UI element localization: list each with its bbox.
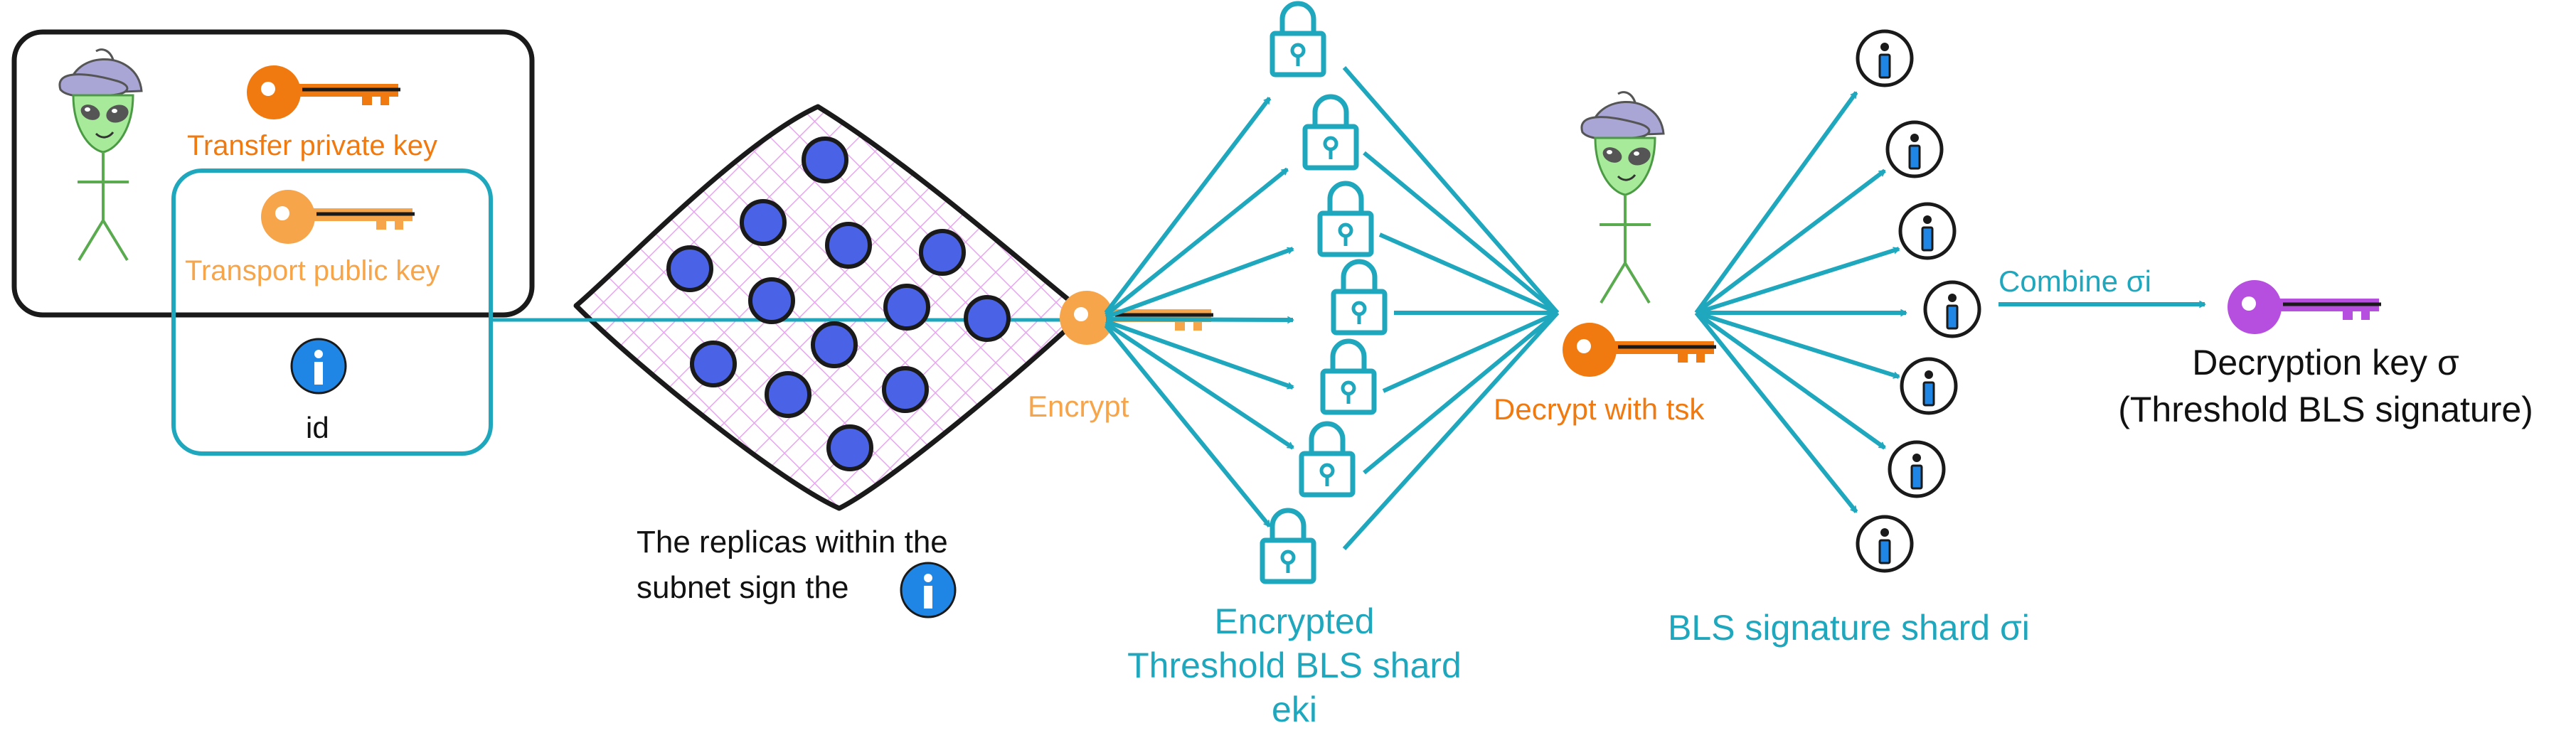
decrypt-key-icon xyxy=(1563,323,1716,377)
lock-icon xyxy=(1320,183,1371,255)
encrypt-arrows xyxy=(1104,97,1294,527)
alien-user-icon xyxy=(1580,90,1665,304)
transfer-private-key-label: Transfer private key xyxy=(187,130,437,161)
lock-icon xyxy=(1323,341,1374,412)
user-key-box xyxy=(11,29,535,318)
decrypt-arrows xyxy=(1694,91,1907,513)
lock-icon xyxy=(1262,510,1314,582)
lock-icon xyxy=(1305,97,1356,168)
encrypted-label-line2: Threshold BLS shard xyxy=(1127,645,1462,685)
replica-node xyxy=(802,136,848,183)
replicas-label-line1: The replicas within the xyxy=(637,525,948,559)
replica-node xyxy=(825,222,872,269)
lock-icon xyxy=(1272,4,1324,75)
id-label: id xyxy=(306,411,329,444)
replica-node xyxy=(765,371,811,418)
replica-nodes xyxy=(666,136,1011,471)
decrypt-with-tsk-label: Decrypt with tsk xyxy=(1494,392,1705,426)
signature-shard-info-icon xyxy=(1858,517,1912,571)
encrypt-label: Encrypt xyxy=(1028,390,1129,423)
signature-shard-info-icon xyxy=(1888,122,1942,176)
replica-node xyxy=(740,199,787,246)
replica-node xyxy=(666,245,713,292)
transport-public-key-label: Transport public key xyxy=(185,255,440,286)
lock-icon xyxy=(1302,424,1353,495)
decryption-key-label-line1: Decryption key σ xyxy=(2192,343,2459,382)
replica-node xyxy=(883,284,930,331)
transfer-private-key-icon xyxy=(247,65,400,119)
replica-node xyxy=(748,277,795,324)
replica-node xyxy=(919,229,966,276)
encrypted-label-line3: eki xyxy=(1272,690,1317,729)
id-info-icon xyxy=(290,338,347,395)
replica-node xyxy=(964,295,1011,342)
decryption-key-label-line2: (Threshold BLS signature) xyxy=(2118,390,2533,429)
replicas-label-line2: subnet sign the xyxy=(637,570,849,605)
replicas-info-icon xyxy=(900,562,957,618)
signature-shard-info-icon xyxy=(1858,31,1912,85)
signature-shard-info-icon xyxy=(1890,442,1944,496)
combine-label: Combine σi xyxy=(1998,264,2152,298)
transport-public-key-icon xyxy=(261,190,415,244)
decryption-key-icon xyxy=(2228,280,2381,334)
replica-node xyxy=(811,321,858,368)
lock-icon xyxy=(1334,262,1385,333)
encrypted-label-line1: Encrypted xyxy=(1214,601,1375,641)
replica-node xyxy=(690,341,737,387)
bls-signature-shard-label: BLS signature shard σi xyxy=(1668,608,2030,648)
alien-user-icon xyxy=(58,48,144,262)
replica-node xyxy=(882,366,929,413)
signature-shard-info-icon xyxy=(1900,204,1954,258)
signature-shard-info-icon xyxy=(1902,359,1956,413)
identity-box xyxy=(171,168,493,456)
signature-shard-info-icon xyxy=(1925,282,1979,336)
lock-to-decrypt-lines xyxy=(1342,66,1560,551)
replica-node xyxy=(826,424,873,471)
